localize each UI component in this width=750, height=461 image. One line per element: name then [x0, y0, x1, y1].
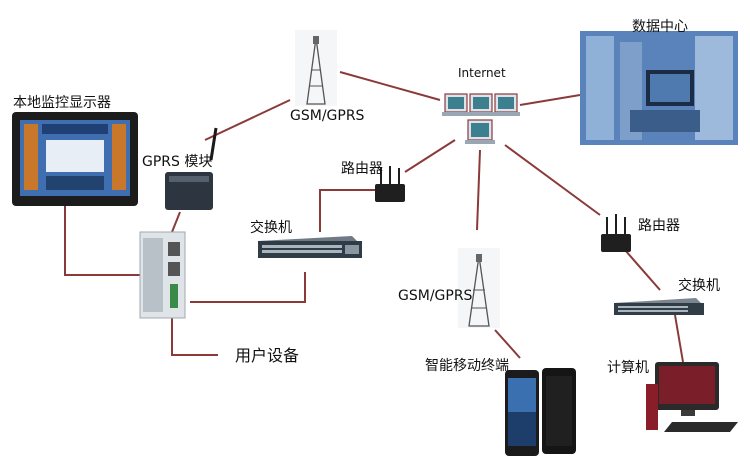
label-router-right: 路由器 — [638, 218, 680, 234]
user-device-icon — [139, 231, 186, 319]
link-display-to-user-device — [64, 205, 140, 276]
smartphones-icon — [505, 368, 576, 456]
link-gsm-tower-to-internet — [339, 71, 441, 101]
router-mid-icon — [375, 166, 405, 202]
link-gsm-bottom-to-phone — [494, 329, 521, 359]
label-switch-right: 交换机 — [678, 278, 720, 294]
link-internet-to-datacenter — [519, 94, 581, 106]
gsm-tower-bottom-icon — [458, 248, 500, 328]
monitor-display-icon — [12, 112, 138, 206]
label-gsm-bottom: GSM/GPRS — [398, 288, 473, 304]
label-switch-left: 交换机 — [250, 220, 292, 236]
link-user-device-to-gprs — [171, 211, 181, 233]
router-right-icon — [601, 214, 631, 252]
label-datacenter: 数据中心 — [632, 19, 688, 35]
link-internet-to-gsm-bottom — [476, 149, 481, 231]
link-router-mid-to-switch — [319, 189, 375, 232]
switch-right-icon — [614, 298, 704, 315]
computer-icon — [646, 362, 738, 432]
internet-cloud-icon — [442, 93, 520, 144]
link-internet-to-router-mid — [404, 139, 456, 173]
label-internet: Internet — [458, 66, 506, 80]
label-user-device: 用户设备 — [235, 346, 300, 365]
label-display: 本地监控显示器 — [13, 95, 111, 111]
link-user-device-to-label — [171, 318, 218, 356]
link-router-right-to-switch-right — [624, 249, 661, 291]
gsm-tower-top-icon — [295, 30, 337, 106]
label-computer: 计算机 — [607, 360, 649, 376]
link-gprs-to-gsm-tower — [204, 99, 291, 141]
link-switch-to-user-device — [190, 272, 306, 303]
label-gsm-top: GSM/GPRS — [290, 108, 365, 124]
label-router-mid: 路由器 — [341, 161, 383, 177]
switch-left-icon — [258, 236, 362, 258]
gprs-module-icon — [165, 127, 218, 210]
label-smart-terminal: 智能移动终端 — [425, 358, 509, 374]
link-switch-right-to-computer — [674, 314, 684, 363]
datacenter-image — [580, 31, 738, 145]
label-gprs-module: GPRS 模块 — [142, 154, 213, 170]
link-internet-to-router-right — [504, 144, 601, 216]
